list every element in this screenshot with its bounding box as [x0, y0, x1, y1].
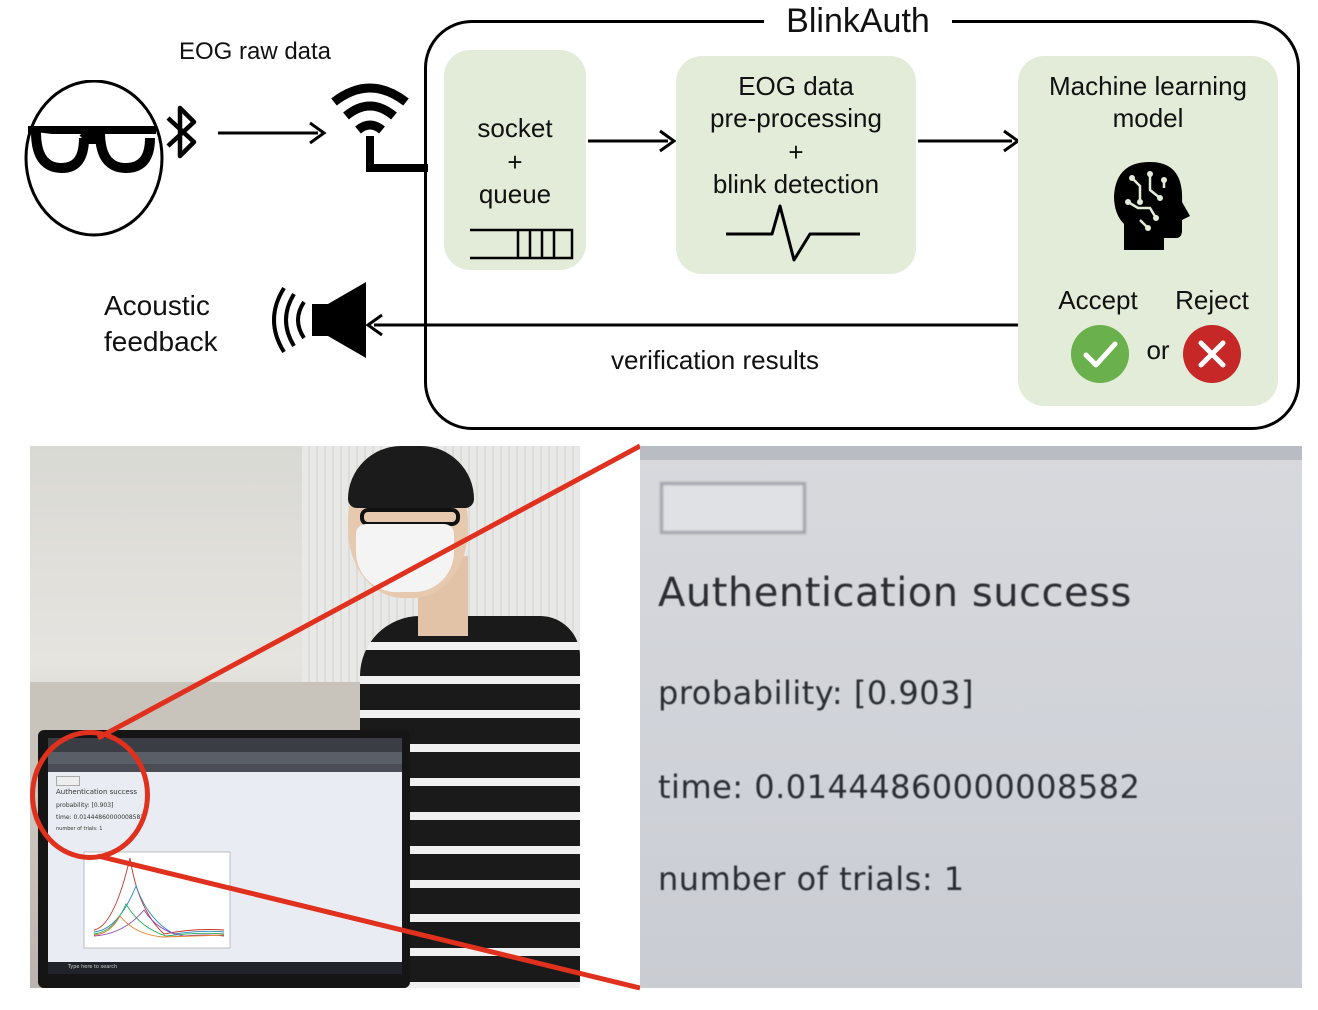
queue-label: queue: [478, 179, 552, 209]
reject-cross-icon: [1183, 325, 1241, 383]
reject-label: Reject: [1175, 285, 1249, 315]
feedback-label: feedback: [104, 326, 218, 357]
zoom-time: time: 0.01444860000008582: [658, 768, 1141, 806]
verification-results-label: verification results: [610, 345, 820, 375]
wifi-receiver-icon: [331, 83, 428, 172]
brain-head-icon: [1114, 162, 1190, 250]
acoustic-label: Acoustic: [104, 290, 210, 321]
ml-title-line2: model: [1112, 103, 1184, 133]
socket-label: socket: [477, 113, 553, 143]
arrow-socket-to-preprocessing: [588, 129, 677, 153]
blinkauth-pipeline-diagram: EOG raw data BlinkAuth socket + queue EO…: [0, 0, 1318, 440]
arrow-head-to-receiver: [218, 121, 327, 145]
windows-taskbar: [48, 962, 402, 974]
accept-label: Accept: [1058, 285, 1138, 315]
zoom-trials: number of trials: 1: [658, 860, 965, 898]
socket-queue-box: [444, 50, 586, 270]
callout-circle: [30, 730, 150, 860]
eog-raw-data-label: EOG raw data: [178, 38, 332, 65]
browser-tab-bar: [48, 738, 402, 752]
queue-icon: [470, 228, 574, 260]
preproc-title-line1: EOG data: [738, 71, 854, 101]
preproc-title-line2: pre-processing: [710, 103, 882, 133]
glasses-icon: [28, 126, 156, 174]
or-label: or: [1146, 335, 1170, 365]
demo-photo: Authentication success probability: [0.9…: [30, 446, 580, 988]
person-hair: [348, 446, 474, 508]
blink-waveform-icon: [726, 204, 860, 262]
zoom-probability: probability: [0.903]: [658, 674, 974, 712]
ml-title-line1: Machine learning: [1048, 71, 1247, 101]
person-mask: [356, 524, 454, 592]
browser-bookmarks-bar: [48, 764, 402, 772]
arrow-results-to-speaker: [365, 313, 1018, 337]
system-title: BlinkAuth: [764, 2, 952, 42]
socket-plus-label: +: [507, 147, 523, 177]
preproc-plus-label: +: [788, 137, 804, 167]
preprocessing-box: [676, 56, 916, 274]
zoom-auth-status: Authentication success: [658, 570, 1132, 616]
accept-check-icon: [1071, 325, 1129, 383]
speaker-icon: [272, 282, 366, 358]
taskbar-search[interactable]: Type here to search: [68, 964, 118, 970]
bluetooth-icon: [166, 105, 197, 159]
zoomed-screen: Authentication success probability: [0.9…: [640, 446, 1302, 988]
user-head-icon: [24, 80, 164, 237]
zoom-auth-button[interactable]: [660, 482, 806, 534]
blink-detection-label: blink detection: [712, 169, 880, 199]
zoom-top-bar: [640, 446, 1302, 460]
